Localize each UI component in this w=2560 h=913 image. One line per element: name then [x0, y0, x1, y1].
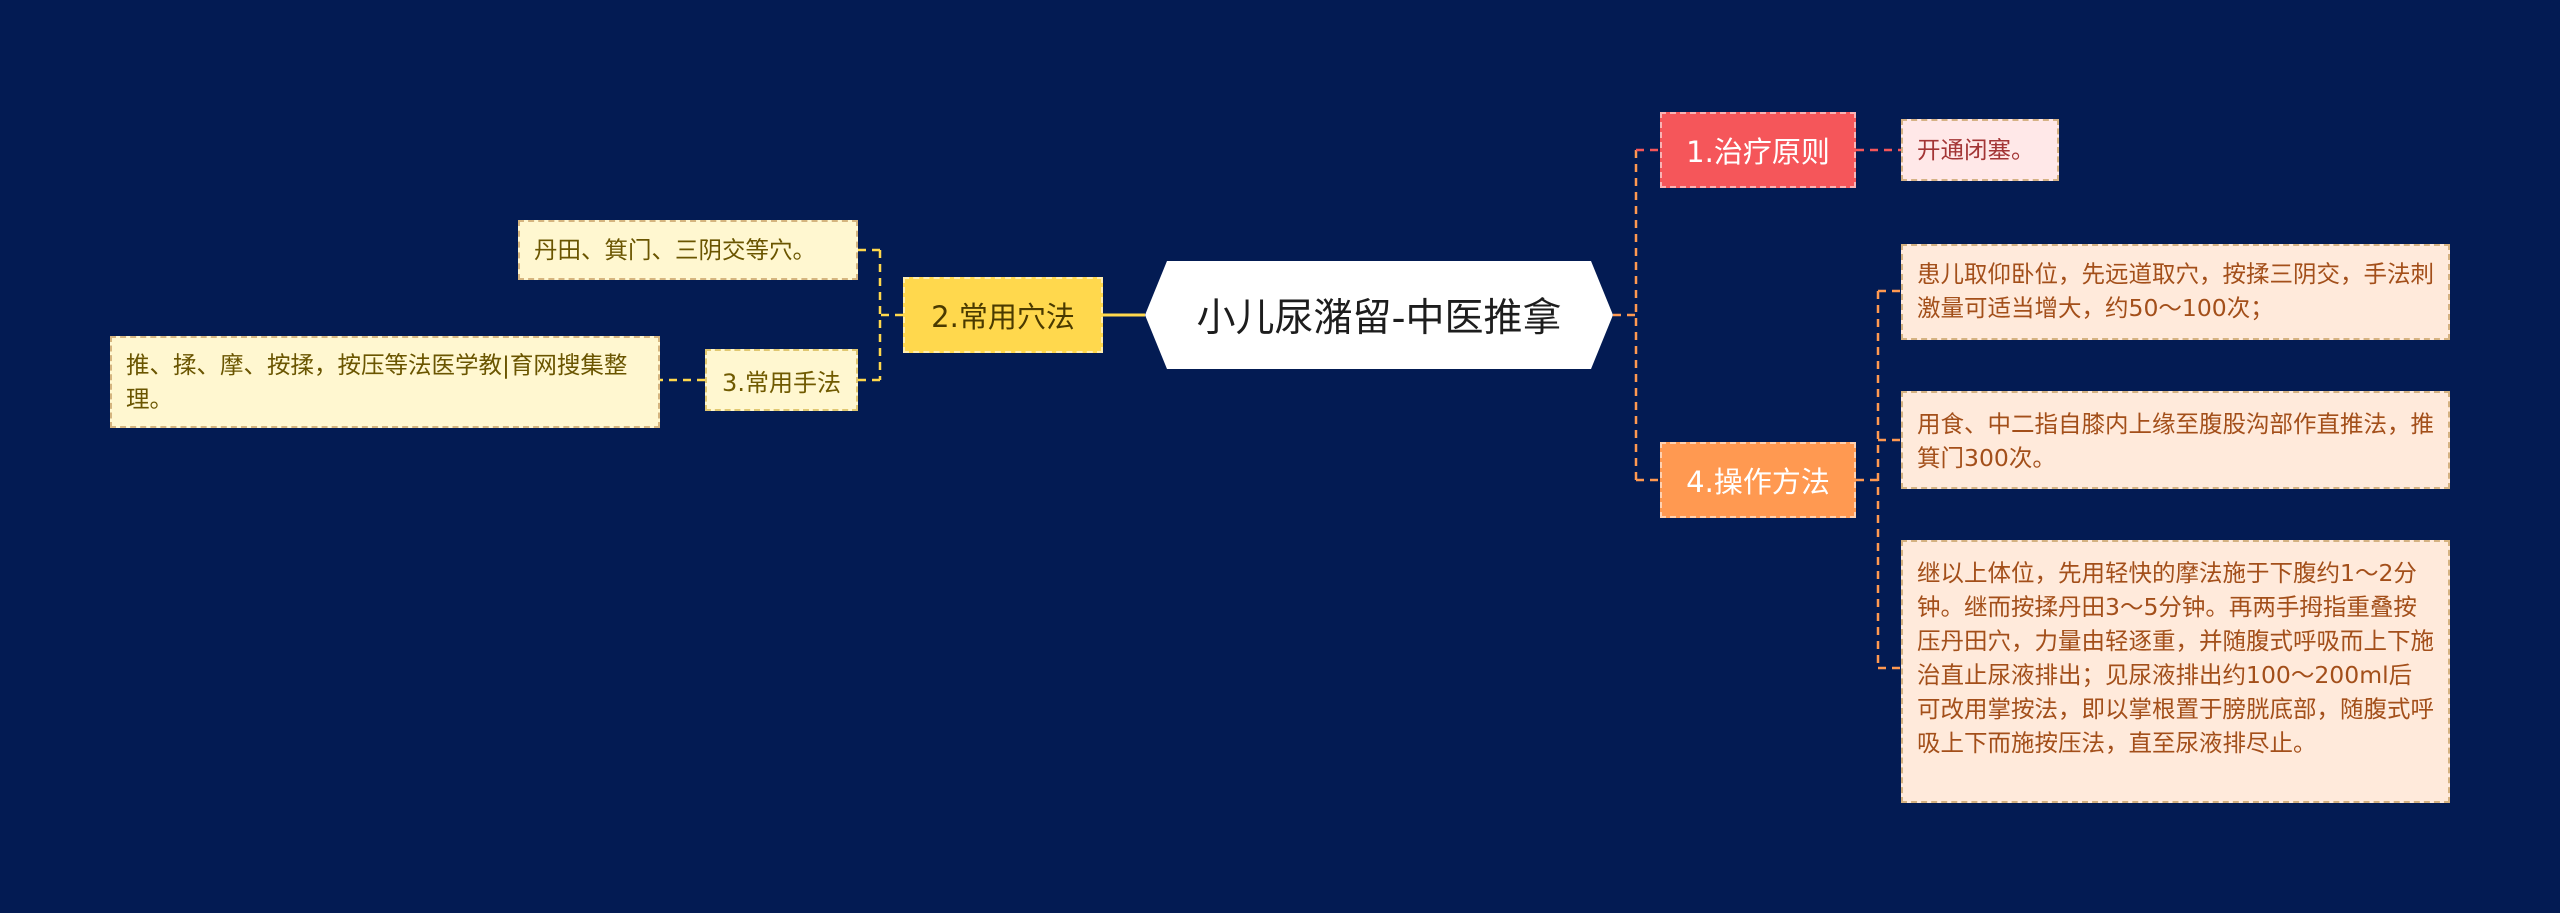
link-acupoints-children — [858, 248, 903, 382]
root-title: 小儿尿潴留-中医推拿 — [1196, 296, 1562, 341]
techniques-leaf[interactable]: 推、揉、摩、按揉，按压等法医学教|育网搜集整理。 — [110, 336, 660, 428]
branch-principle[interactable]: 1.治疗原则 — [1660, 112, 1856, 188]
link-root-right — [1613, 150, 1638, 480]
techniques-leaf-text: 推、揉、摩、按揉，按压等法医学教|育网搜集整理。 — [126, 351, 628, 413]
operation-leaf-3[interactable]: 继以上体位，先用轻快的摩法施于下腹约1～2分钟。继而按揉丹田3～5分钟。再两手拇… — [1901, 540, 2450, 803]
principle-leaf[interactable]: 开通闭塞。 — [1901, 119, 2059, 181]
principle-leaf-text: 开通闭塞。 — [1917, 136, 2035, 164]
branch-operation[interactable]: 4.操作方法 — [1660, 442, 1856, 518]
acupoints-leaf[interactable]: 丹田、箕门、三阴交等穴。 — [518, 220, 858, 280]
operation-leaf-2-text: 用食、中二指自膝内上缘至腹股沟部作直推法，推箕门300次。 — [1917, 410, 2434, 472]
acupoints-leaf-text: 丹田、箕门、三阴交等穴。 — [534, 236, 816, 264]
link-operation-leaves — [1856, 289, 1901, 670]
branch-techniques-label: 3.常用手法 — [722, 368, 841, 397]
branch-acupoints-label: 2.常用穴法 — [931, 300, 1075, 334]
operation-leaf-1[interactable]: 患儿取仰卧位，先远道取穴，按揉三阴交，手法刺激量可适当增大，约50～100次； — [1901, 244, 2450, 340]
branch-principle-label: 1.治疗原则 — [1686, 135, 1830, 169]
operation-leaf-3-text: 继以上体位，先用轻快的摩法施于下腹约1～2分钟。继而按揉丹田3～5分钟。再两手拇… — [1917, 559, 2434, 757]
root-node[interactable]: 小儿尿潴留-中医推拿 — [1145, 261, 1613, 369]
branch-techniques[interactable]: 3.常用手法 — [705, 349, 858, 411]
branch-acupoints[interactable]: 2.常用穴法 — [903, 277, 1103, 353]
operation-leaf-1-text: 患儿取仰卧位，先远道取穴，按揉三阴交，手法刺激量可适当增大，约50～100次； — [1917, 260, 2434, 322]
branch-operation-label: 4.操作方法 — [1686, 465, 1830, 499]
operation-leaf-2[interactable]: 用食、中二指自膝内上缘至腹股沟部作直推法，推箕门300次。 — [1901, 391, 2450, 489]
